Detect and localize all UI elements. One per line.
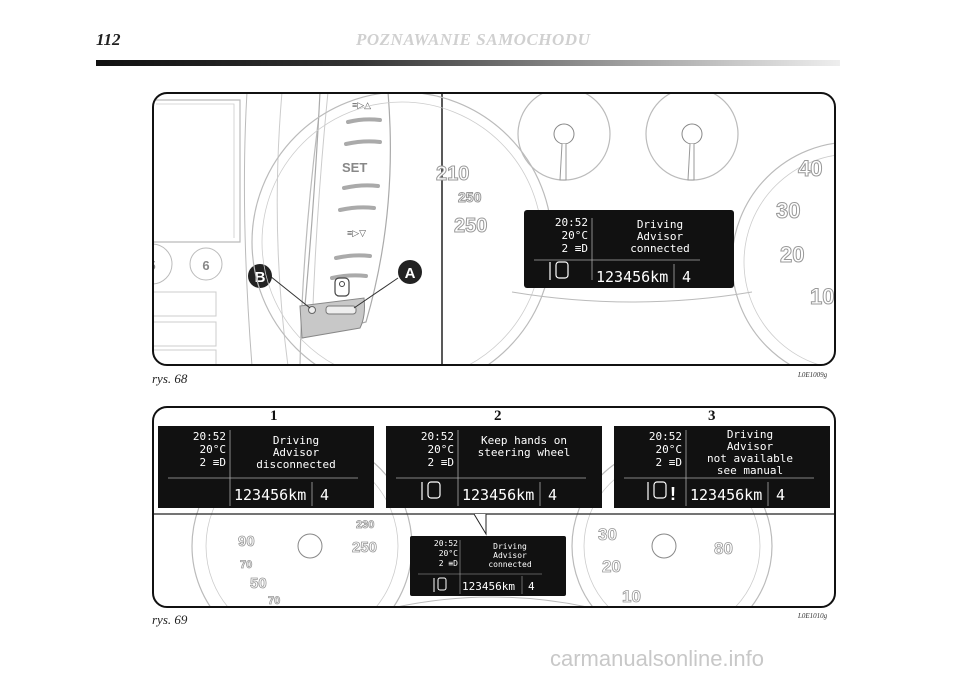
svg-text:4: 4 xyxy=(548,486,557,504)
gauge-label: 50 xyxy=(250,575,267,592)
gauge-label: 40 xyxy=(798,156,822,181)
gauge-label: 70 xyxy=(268,595,280,607)
display-panel-disconnected: 20:52 20°C 2 ≡D Driving Advisor disconne… xyxy=(158,426,374,508)
button-5-label: 5 xyxy=(152,258,156,273)
svg-text:Advisor: Advisor xyxy=(273,446,320,459)
stalk-panel: ≡▷△ ≡▷▽ SET B A 5 6 xyxy=(152,93,442,365)
hands-wheel-icon xyxy=(433,577,447,592)
gauge-label: 30 xyxy=(598,525,617,544)
svg-text:20°C: 20°C xyxy=(656,443,683,456)
svg-text:Advisor: Advisor xyxy=(637,230,684,243)
svg-text:not available: not available xyxy=(707,452,793,465)
svg-text:20°C: 20°C xyxy=(428,443,455,456)
gauge-label: 210 xyxy=(436,163,469,185)
section-title: POZNAWANIE SAMOCHODU xyxy=(356,30,591,49)
svg-text:see manual: see manual xyxy=(717,464,783,477)
svg-text:20:52: 20:52 xyxy=(555,216,588,229)
svg-text:connected: connected xyxy=(630,242,690,255)
svg-text:20:52: 20:52 xyxy=(421,430,454,443)
cluster-display: 20:52 20°C 2 ≡D Driving Advisor connecte… xyxy=(524,210,734,288)
figure-68-code: L0E1009g xyxy=(798,371,828,379)
gauge-label: 80 xyxy=(714,539,733,558)
svg-text:4: 4 xyxy=(320,486,329,504)
svg-text:2 ≡D: 2 ≡D xyxy=(428,456,455,469)
gauge-label: 250 xyxy=(352,539,377,556)
svg-text:Advisor: Advisor xyxy=(727,440,774,453)
gauge-label: 90 xyxy=(238,533,255,550)
svg-text:20:52: 20:52 xyxy=(649,430,682,443)
figure-69: 90 70 50 70 230 250 30 20 10 80 20:52 20… xyxy=(152,406,836,608)
svg-text:Advisor: Advisor xyxy=(493,551,527,560)
svg-text:123456km: 123456km xyxy=(462,486,534,504)
callout-a xyxy=(398,260,422,284)
hands-wheel-icon xyxy=(549,261,569,280)
svg-text:2 ≡D: 2 ≡D xyxy=(439,559,458,568)
instrument-cluster: 210 250 250 40 30 20 10 20:52 20°C 2 ≡D … xyxy=(251,93,835,365)
svg-text:123456km: 123456km xyxy=(690,486,762,504)
cluster-display-small: 20:52 20°C 2 ≡D Driving Advisor connecte… xyxy=(410,536,566,596)
svg-text:20°C: 20°C xyxy=(562,229,589,242)
svg-text:123456km: 123456km xyxy=(234,486,306,504)
svg-text:2 ≡D: 2 ≡D xyxy=(562,242,589,255)
svg-text:Keep hands on: Keep hands on xyxy=(481,434,567,447)
button-6-label: 6 xyxy=(202,258,209,273)
figure-68: ≡▷△ ≡▷▽ SET B A 5 6 xyxy=(152,92,836,366)
gauge-label: 250 xyxy=(454,215,487,237)
svg-text:disconnected: disconnected xyxy=(256,458,335,471)
page-number: 112 xyxy=(96,30,121,49)
svg-text:2 ≡D: 2 ≡D xyxy=(656,456,683,469)
panel-number-2: 2 xyxy=(494,408,502,424)
svg-text:connected: connected xyxy=(488,560,532,569)
svg-text:B: B xyxy=(255,269,266,286)
gauge-label: 10 xyxy=(622,587,641,606)
figure-69-code: L0E1010g xyxy=(798,612,828,620)
svg-text:4: 4 xyxy=(528,580,535,593)
hands-wheel-icon xyxy=(421,481,441,500)
gauge-label: 250 xyxy=(458,189,482,205)
svg-text:Driving: Driving xyxy=(727,428,773,441)
set-label: SET xyxy=(342,160,367,175)
svg-text:2 ≡D: 2 ≡D xyxy=(200,456,227,469)
svg-text:!: ! xyxy=(670,484,676,504)
svg-text:20:52: 20:52 xyxy=(434,539,458,548)
driving-advisor-icon xyxy=(334,277,350,297)
figure-68-caption: rys. 68 xyxy=(152,371,188,386)
svg-text:123456km: 123456km xyxy=(462,580,515,593)
panel-number-1: 1 xyxy=(270,408,278,424)
gauge-label: 20 xyxy=(780,242,804,267)
gauge-label: 20 xyxy=(602,557,621,576)
svg-text:Driving: Driving xyxy=(637,218,683,231)
speed-up-icon: ≡▷△ xyxy=(352,100,371,110)
svg-text:20°C: 20°C xyxy=(439,549,458,558)
gauge-label: 10 xyxy=(810,284,834,309)
gauge-label: 70 xyxy=(240,559,252,571)
header-rule xyxy=(96,60,840,66)
watermark: carmanualsonline.info xyxy=(550,646,765,671)
panel-number-3: 3 xyxy=(708,408,716,424)
display-panel-not-available: 20:52 20°C 2 ≡D Driving Advisor not avai… xyxy=(614,426,830,508)
callout-b xyxy=(248,264,272,288)
svg-text:4: 4 xyxy=(776,486,785,504)
speed-down-icon: ≡▷▽ xyxy=(347,228,366,238)
svg-text:4: 4 xyxy=(682,268,691,286)
svg-text:123456km: 123456km xyxy=(596,268,668,286)
hands-wheel-warning-icon: ! xyxy=(647,481,676,504)
svg-text:20°C: 20°C xyxy=(200,443,227,456)
svg-text:20:52: 20:52 xyxy=(193,430,226,443)
gauge-label: 30 xyxy=(776,198,800,223)
svg-text:A: A xyxy=(405,265,416,282)
figure-69-caption: rys. 69 xyxy=(152,612,188,627)
svg-text:Driving: Driving xyxy=(273,434,319,447)
gauge-label: 230 xyxy=(356,519,374,531)
svg-text:Driving: Driving xyxy=(493,542,527,551)
svg-text:steering wheel: steering wheel xyxy=(478,446,571,459)
display-panel-keep-hands: 20:52 20°C 2 ≡D Keep hands on steering w… xyxy=(386,426,602,508)
